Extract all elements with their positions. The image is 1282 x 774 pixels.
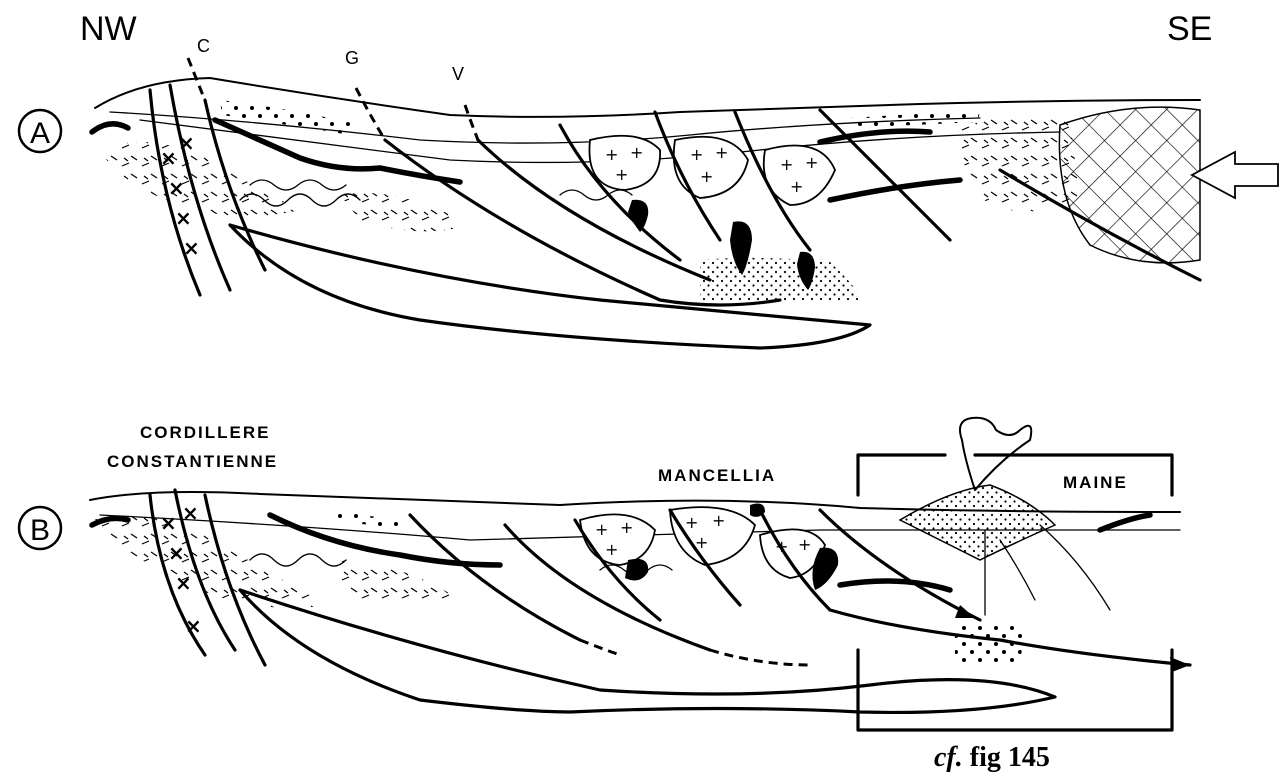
- schist-wave: [250, 554, 346, 566]
- thin-fault: [1040, 525, 1110, 610]
- svg-text:+: +: [605, 145, 618, 164]
- svg-text:+: +: [595, 520, 608, 539]
- svg-text:+: +: [715, 143, 728, 162]
- fault-g-projection: [356, 88, 385, 140]
- region-label-constantienne: CONSTANTIENNE: [107, 452, 278, 471]
- svg-text:+: +: [780, 155, 793, 174]
- conglomerate: [330, 510, 400, 528]
- fault: [410, 515, 580, 640]
- svg-text:×: ×: [168, 541, 185, 565]
- svg-text:×: ×: [175, 206, 192, 230]
- svg-text:+: +: [605, 540, 618, 559]
- compression-arrow-icon: [1192, 152, 1278, 198]
- gneiss-zone: [330, 560, 460, 605]
- region-label-cordillere: CORDILLERE: [140, 423, 271, 442]
- panel-a: A C G V: [19, 36, 1278, 348]
- region-label-maine: MAINE: [1063, 473, 1128, 492]
- svg-text:+: +: [805, 153, 818, 172]
- label-se: SE: [1167, 10, 1212, 48]
- volcanic-cone: [900, 485, 1055, 560]
- svg-text:+: +: [690, 145, 703, 164]
- thin-fault: [1000, 540, 1035, 600]
- panel-b-label: B: [30, 514, 50, 547]
- svg-text:+: +: [712, 511, 725, 530]
- svg-text:×: ×: [182, 501, 199, 525]
- svg-text:+: +: [630, 143, 643, 162]
- svg-text:×: ×: [175, 571, 192, 595]
- label-nw: NW: [80, 10, 137, 48]
- svg-text:+: +: [700, 167, 713, 186]
- black-layer: [92, 124, 128, 132]
- fault-label-c: C: [197, 36, 210, 56]
- svg-text:+: +: [798, 535, 811, 554]
- black-layer: [1100, 515, 1150, 530]
- panel-b: B CORDILLERE CONSTANTIENNE MANCELLIA MAI…: [19, 418, 1190, 773]
- panel-a-label: A: [30, 117, 50, 150]
- fault-label-v: V: [452, 64, 464, 84]
- svg-text:×: ×: [168, 176, 185, 200]
- hatched-block: [1059, 107, 1200, 263]
- svg-text:+: +: [620, 518, 633, 537]
- schist-wave: [560, 190, 632, 200]
- figure-reference-caption: cf. fig 145: [934, 742, 1050, 773]
- arrow-head-icon: [1170, 657, 1190, 672]
- schist-wave: [250, 180, 346, 190]
- stipple-zone: [700, 258, 860, 303]
- fault-label-g: G: [345, 48, 359, 68]
- svg-text:+: +: [615, 165, 628, 184]
- fault-v-projection: [465, 105, 478, 140]
- gneiss-zone: [92, 516, 330, 608]
- black-intrusion: [625, 559, 648, 581]
- svg-text:+: +: [685, 513, 698, 532]
- black-layer: [840, 581, 950, 590]
- fault-dashed: [710, 650, 810, 665]
- svg-text:×: ×: [160, 511, 177, 535]
- svg-text:+: +: [790, 177, 803, 196]
- fault-dashed: [580, 640, 620, 655]
- conglomerate: [850, 110, 980, 128]
- region-label-mancellia: MANCELLIA: [658, 466, 776, 485]
